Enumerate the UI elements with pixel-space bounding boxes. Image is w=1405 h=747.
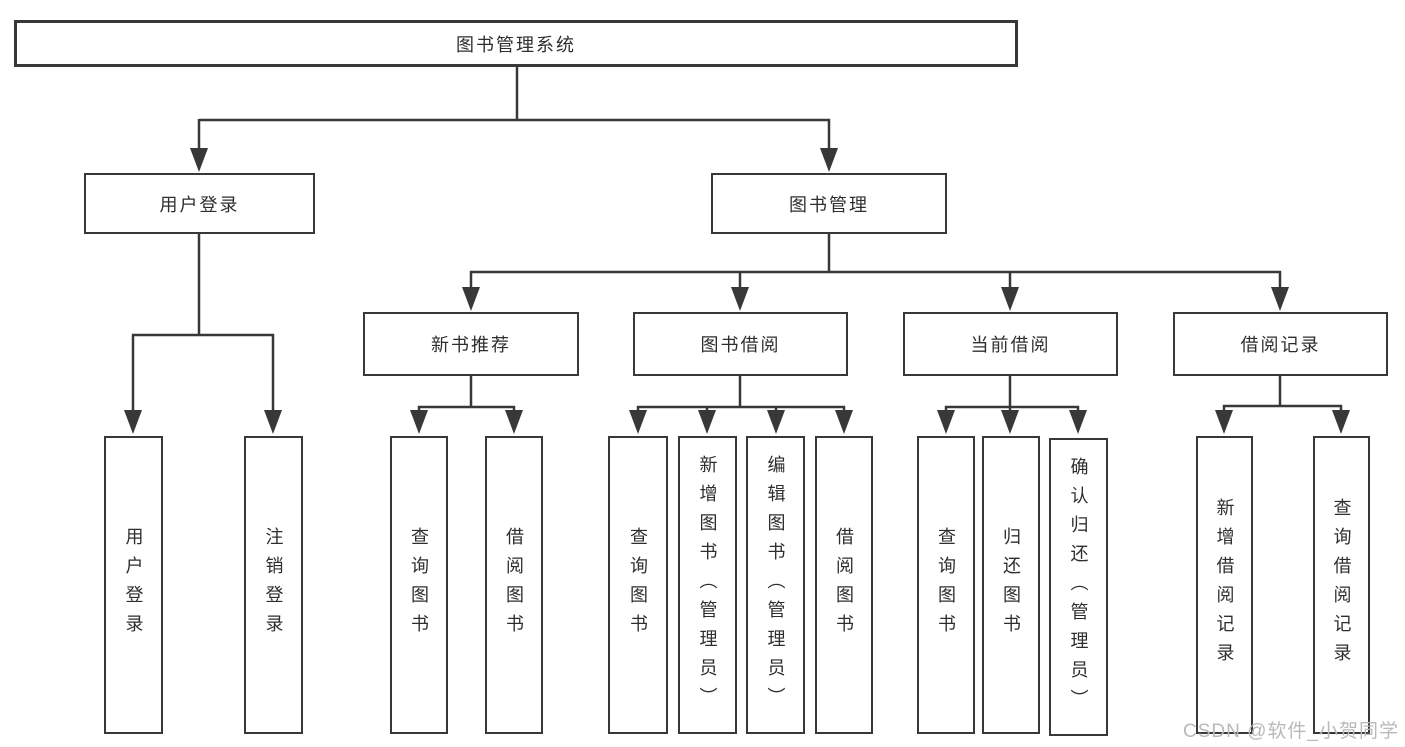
leaf-label: 归还图书: [1001, 527, 1021, 643]
leaf-query-borrow-record: 查询借阅记录: [1313, 436, 1370, 734]
leaf-add-books-admin: 新增图书（管理员）: [678, 436, 737, 734]
leaf-add-borrow-record: 新增借阅记录: [1196, 436, 1253, 734]
node-label: 新书推荐: [431, 335, 511, 355]
leaf-label: 新增借阅记录: [1214, 498, 1235, 672]
leaf-edit-books-admin: 编辑图书（管理员）: [746, 436, 805, 734]
node-book-management: 图书管理: [711, 173, 947, 234]
leaf-label: 查询图书: [628, 527, 648, 643]
node-current-borrowing: 当前借阅: [903, 312, 1118, 376]
leaf-query-books-recommend: 查询图书: [390, 436, 448, 734]
leaf-borrow-books-recommend: 借阅图书: [485, 436, 543, 734]
node-label: 图书管理: [789, 194, 869, 215]
node-borrowing-records: 借阅记录: [1173, 312, 1388, 376]
node-new-book-recommendation: 新书推荐: [363, 312, 579, 376]
leaf-label: 用户登录: [123, 527, 144, 643]
node-book-borrowing: 图书借阅: [633, 312, 848, 376]
leaf-return-books: 归还图书: [982, 436, 1040, 734]
node-label: 当前借阅: [970, 335, 1051, 355]
leaf-label: 借阅图书: [504, 527, 524, 643]
leaf-borrow-books: 借阅图书: [815, 436, 873, 734]
leaf-user-login: 用户登录: [104, 436, 163, 734]
leaf-label: 查询图书: [409, 527, 429, 643]
node-label: 图书借阅: [700, 335, 781, 355]
leaf-query-books-current: 查询图书: [917, 436, 975, 734]
node-label: 借阅记录: [1240, 335, 1321, 355]
node-label: 用户登录: [159, 194, 240, 215]
leaf-confirm-return-admin: 确认归还（管理员）: [1049, 438, 1108, 736]
leaf-label: 确认归还（管理员）: [1068, 456, 1089, 718]
leaf-label: 编辑图书（管理员）: [765, 454, 786, 716]
leaf-label: 查询借阅记录: [1331, 498, 1352, 672]
node-user-login: 用户登录: [84, 173, 315, 234]
leaf-label: 新增图书（管理员）: [697, 454, 718, 716]
node-library-management-system: 图书管理系统: [14, 20, 1018, 67]
csdn-watermark: CSDN @软件_小贺同学: [1183, 721, 1399, 742]
leaf-logout: 注销登录: [244, 436, 303, 734]
leaf-label: 注销登录: [263, 527, 284, 643]
leaf-query-books-borrow: 查询图书: [608, 436, 668, 734]
node-label: 图书管理系统: [456, 34, 576, 55]
leaf-label: 借阅图书: [834, 527, 854, 643]
leaf-label: 查询图书: [936, 527, 956, 643]
